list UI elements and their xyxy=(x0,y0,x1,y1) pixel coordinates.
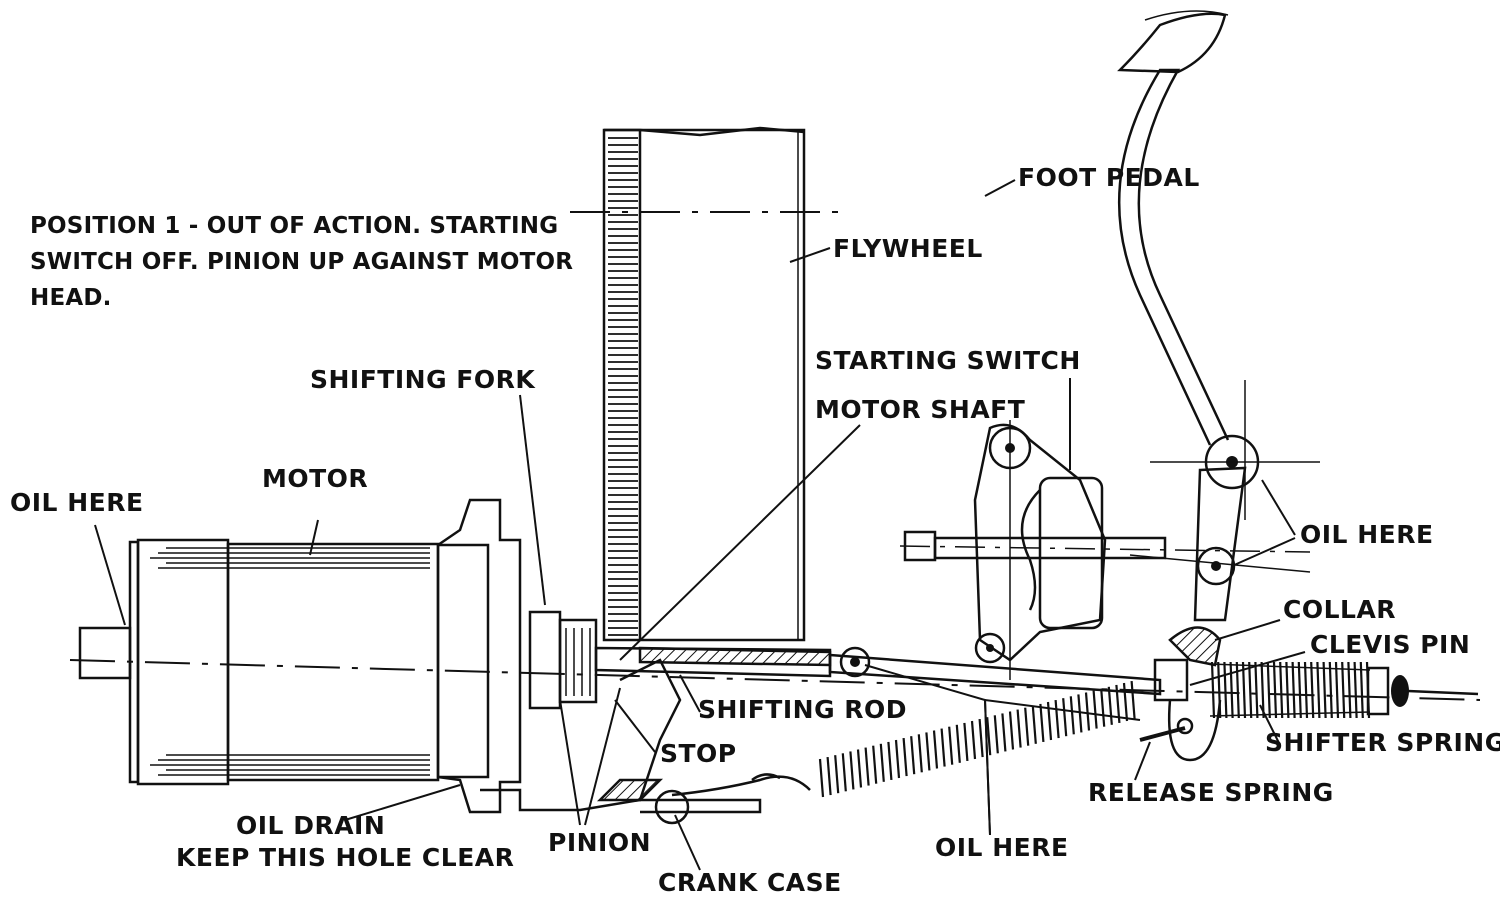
starting-switch xyxy=(899,420,1311,680)
label-stop: STOP xyxy=(660,739,737,768)
label-shifting-fork: SHIFTING FORK xyxy=(310,365,536,394)
crank-case xyxy=(480,658,811,825)
shifter-spring xyxy=(1209,661,1371,719)
label-shifting-rod: SHIFTING ROD xyxy=(698,695,908,724)
label-crank-case: CRANK CASE xyxy=(658,868,842,897)
shifting-rod xyxy=(594,646,1162,696)
label-oil-here-lever: OIL HERE xyxy=(1300,520,1434,549)
shaft-centerline xyxy=(69,659,1481,701)
label-motor: MOTOR xyxy=(262,464,369,493)
flywheel xyxy=(570,126,840,642)
label-flywheel: FLYWHEEL xyxy=(833,234,983,263)
caption-line-3: HEAD. xyxy=(30,285,112,311)
caption-line-2: SWITCH OFF. PINION UP AGAINST MOTOR xyxy=(30,249,574,275)
release-spring-hook xyxy=(1139,726,1186,742)
label-clevis-pin: CLEVIS PIN xyxy=(1310,630,1471,659)
collar xyxy=(1153,626,1222,762)
label-oil-here-bottom: OIL HERE xyxy=(935,833,1069,862)
pedal-lever xyxy=(1129,380,1320,622)
spring-nut xyxy=(1366,666,1479,716)
label-pinion: PINION xyxy=(548,828,652,857)
motor xyxy=(78,498,522,814)
foot-pedal xyxy=(1117,10,1230,446)
label-oil-drain: OIL DRAIN xyxy=(236,811,386,840)
label-collar: COLLAR xyxy=(1283,595,1397,624)
label-keep-hole-clear: KEEP THIS HOLE CLEAR xyxy=(176,843,515,872)
pinion xyxy=(528,610,598,710)
caption-line-1: POSITION 1 - OUT OF ACTION. STARTING xyxy=(30,213,559,239)
flywheel-teeth xyxy=(608,137,638,636)
label-foot-pedal: FOOT PEDAL xyxy=(1018,163,1200,192)
label-starting-switch: STARTING SWITCH xyxy=(815,346,1081,375)
label-motor-shaft: MOTOR SHAFT xyxy=(815,395,1026,424)
leader-lines xyxy=(94,179,1306,871)
label-release-spring: RELEASE SPRING xyxy=(1088,778,1334,807)
label-shifter-spring: SHIFTER SPRING xyxy=(1265,728,1500,757)
label-oil-here-motor: OIL HERE xyxy=(10,488,144,517)
position-caption: POSITION 1 - OUT OF ACTION. STARTING SWI… xyxy=(30,208,573,316)
